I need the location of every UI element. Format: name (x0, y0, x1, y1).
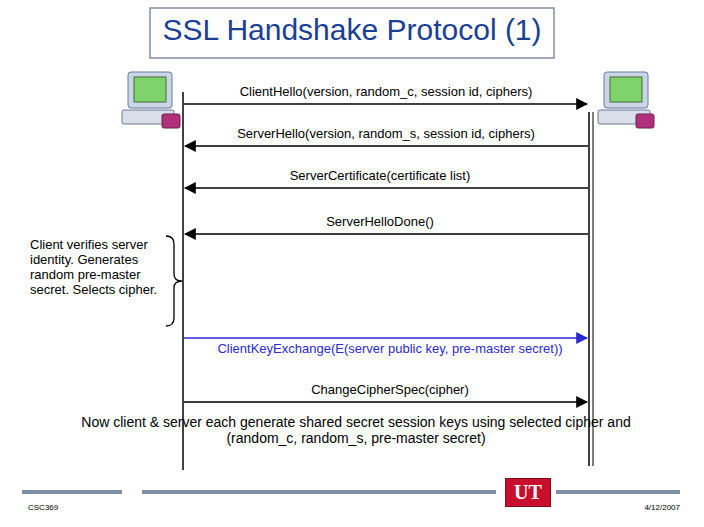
server-computer-icon (598, 72, 654, 128)
message-label: ServerHello(version, random_s, session i… (184, 127, 588, 142)
footer-bar (556, 490, 680, 494)
message-arrow (185, 233, 588, 235)
server-lifeline (588, 112, 590, 466)
university-logo: UT (505, 478, 551, 507)
message-arrow (185, 145, 588, 147)
server-lifeline (593, 112, 594, 466)
client-lifeline (182, 92, 184, 470)
course-code: CSC369 (28, 503, 88, 512)
message-arrow (184, 337, 587, 339)
bracket (166, 236, 182, 326)
message-arrow (185, 187, 588, 189)
footer-bar (142, 490, 496, 494)
summary-note: Now client & server each generate shared… (66, 414, 646, 446)
message-label: ServerHelloDone() (230, 215, 530, 230)
message-label: ClientHello(version, random_c, session i… (184, 85, 588, 100)
slide-title: SSL Handshake Protocol (1) (150, 13, 554, 48)
message-label: ServerCertificate(certificate list) (230, 169, 530, 184)
message-arrow (184, 401, 587, 403)
client-computer-icon (122, 72, 180, 128)
message-arrow (184, 103, 587, 105)
slide-date: 4/12/2007 (620, 503, 680, 512)
title-box (150, 8, 554, 58)
message-label: ClientKeyExchange(E(server public key, p… (210, 342, 570, 357)
client-note: Client verifies server identity. Generat… (30, 238, 162, 298)
message-label: ChangeCipherSpec(cipher) (210, 383, 570, 398)
footer-bar (22, 490, 122, 494)
